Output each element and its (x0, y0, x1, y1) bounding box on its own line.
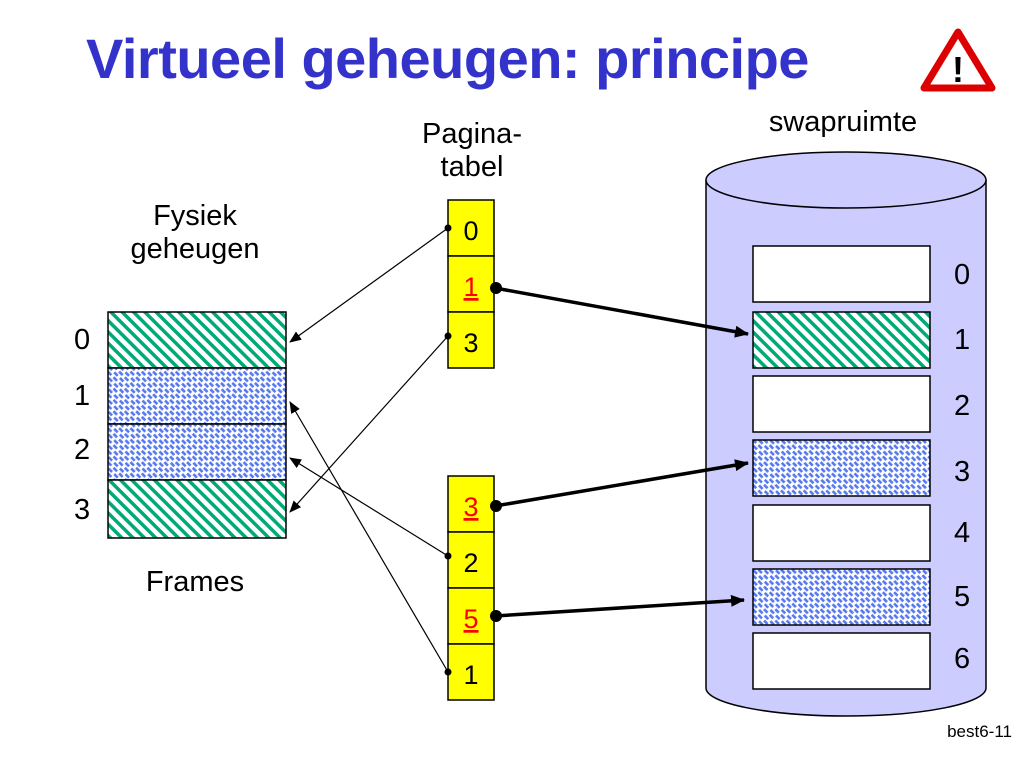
page-table-top (447, 199, 495, 369)
frame-mapping-arrows (289, 227, 449, 673)
swap-slot-number-0: 0 (954, 259, 971, 291)
page-table-label-line2: tabel (440, 151, 504, 183)
pt-bottom-entry-2: 5 (463, 604, 478, 634)
swap-slot-number-4: 4 (954, 517, 971, 549)
physical-memory-label: Fysiek geheugen (112, 200, 278, 266)
swap-space-label: swapruimte (768, 106, 918, 138)
swap-slot-number-1: 1 (954, 324, 971, 356)
page-table-label: Pagina- tabel (408, 118, 536, 184)
frames-label: Frames (145, 566, 245, 598)
physical-memory-label-line2: geheugen (130, 233, 260, 265)
svg-text:!: ! (952, 49, 964, 90)
swap-slot-5 (752, 568, 931, 626)
frame-number-1: 1 (74, 380, 91, 412)
swap-slot-1 (752, 311, 931, 369)
page-table-bottom (447, 475, 495, 701)
swap-mapping-arrows (494, 286, 749, 618)
page-table-label-line1: Pagina- (422, 118, 522, 150)
pt-top-entry-0: 0 (463, 216, 478, 246)
frame-0 (107, 311, 287, 369)
frame-number-3: 3 (74, 494, 91, 526)
pt-bottom-entry-3: 1 (463, 660, 478, 690)
pt-bottom-entry-0: 3 (463, 492, 478, 522)
swap-slot-6 (752, 632, 931, 690)
swap-slot-number-2: 2 (954, 390, 971, 422)
frame-mapping-dots (444, 224, 452, 676)
pt-top-entry-1: 1 (463, 272, 478, 302)
frame-3 (107, 479, 287, 539)
physical-memory-label-line1: Fysiek (153, 200, 237, 232)
pt-bottom-entry-1: 2 (463, 548, 478, 578)
swap-slot-number-6: 6 (954, 643, 971, 675)
swap-slot-2 (752, 375, 931, 433)
warning-triangle-icon: ! (920, 28, 996, 92)
swap-slot-number-3: 3 (954, 456, 971, 488)
frame-1 (107, 367, 287, 425)
swap-slot-3 (752, 439, 931, 497)
slide-footer: best6-11 (947, 722, 1012, 741)
swap-slot-4 (752, 504, 931, 562)
swap-slot-number-5: 5 (954, 581, 971, 613)
pt-top-entry-2: 3 (463, 328, 478, 358)
page-title: Virtueel geheugen: principe (86, 27, 809, 90)
frame-number-0: 0 (74, 324, 91, 356)
swap-mapping-dots (490, 282, 502, 622)
frame-number-2: 2 (74, 434, 91, 466)
swap-space-cylinder (705, 151, 987, 717)
swap-slot-0 (752, 245, 931, 303)
frame-2 (107, 423, 287, 481)
